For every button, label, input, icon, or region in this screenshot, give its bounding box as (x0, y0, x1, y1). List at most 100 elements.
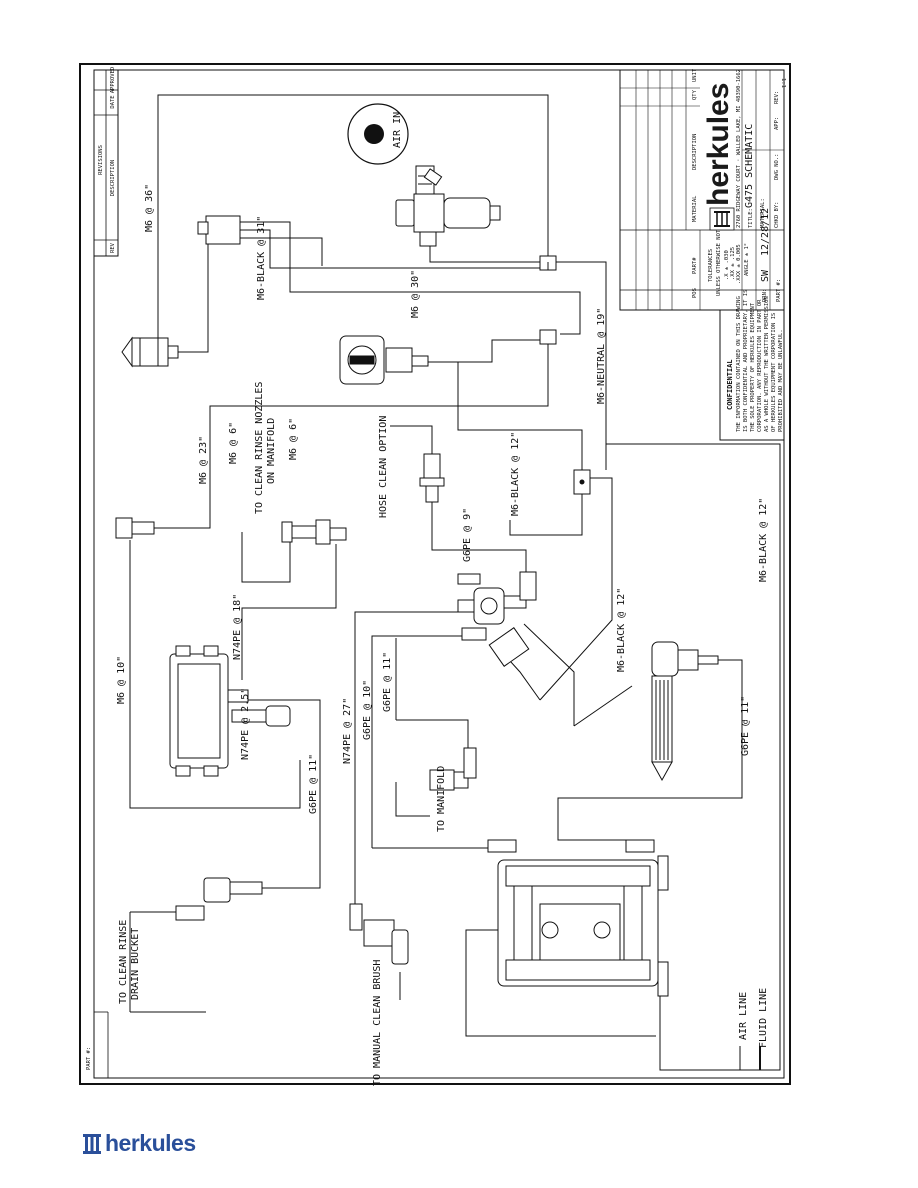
title-brand-word: herkules (702, 83, 735, 206)
brush-fitting (349, 903, 409, 965)
confidential-line-5: OF HERKULES EQUIPMENT CORPORATION IS (771, 313, 777, 432)
label-m6-36: M6 @ 36" (144, 184, 155, 232)
title-label: TITLE: (748, 208, 754, 228)
title-value: G475 SCHEMATIC (744, 124, 755, 208)
tolerance-3: .XX ± .125 (730, 247, 736, 280)
tolerance-0: TOLERANCES (708, 249, 714, 282)
label-to-manifold: TO MANIFOLD (436, 766, 447, 832)
label-m6-neutral-19: M6-NEUTRAL @ 19" (596, 308, 607, 404)
app-label: APP: (774, 117, 780, 130)
tolerance-2: .X ± .030 (724, 250, 730, 280)
dwg-label: DWG NO.: (774, 154, 780, 181)
material-label: MATERIAL: (760, 198, 766, 228)
confidential-line-0: THE INFORMATION CONTAINED ON THIS DRAWIN… (736, 296, 742, 432)
label-n74pe-27: N74PE @ 27" (342, 698, 353, 764)
title-address: 2760 RIDGEWAY COURT · WALLED LAKE, MI 48… (736, 69, 742, 228)
label-m6-black-12c: M6-BLACK @ 12" (758, 498, 769, 582)
tee-fitting-top (539, 255, 557, 271)
hose-clean-coupler (419, 453, 445, 503)
label-drain-2: DRAIN BUCKET (130, 928, 141, 1000)
label-g6pe-11a: G6PE @ 11" (382, 652, 393, 712)
part-field-label: PART #: (776, 279, 782, 302)
title-block: POS PART# MATERIAL DESCRIPTION QTY UNIT … (619, 68, 786, 311)
confidential-line-1: IS BOTH CONFIDENTIAL AND PROPRIETARY, IT… (743, 290, 749, 432)
ball-valve (339, 335, 429, 385)
drain-fitting (175, 877, 263, 921)
label-hose-clean: HOSE CLEAN OPTION (378, 416, 389, 518)
left-ball-valve (115, 517, 155, 539)
drn-label: DRN: (762, 289, 768, 302)
label-air-in: AIR IN (392, 112, 403, 148)
label-n74pe-18: N74PE @ 18" (232, 594, 243, 660)
inner-border (93, 69, 785, 1079)
label-m6-black-12a: M6-BLACK @ 12" (510, 432, 521, 516)
label-m6-6b: M6 @ 6" (288, 418, 299, 460)
col-partno: PART# (692, 257, 698, 274)
label-g6pe-10: G6PE @ 10" (362, 680, 373, 740)
filter-regulator (395, 165, 501, 247)
col-material: MATERIAL (692, 195, 698, 222)
rev-col-approved: APPROVED (110, 67, 116, 94)
col-unit: UNIT (692, 68, 698, 82)
air-actuator-left (121, 336, 179, 368)
label-manual-brush: TO MANUAL CLEAN BRUSH (372, 960, 383, 1086)
tolerance-5: ANGLE ± 1° (744, 243, 750, 276)
col-pos: POS (692, 288, 698, 298)
diagram-labels: AIR IN M6 @ 36" M6-BLACK @ 31" M6 @ 30" … (116, 112, 769, 1086)
footer-logo: herkules (82, 1130, 196, 1157)
confidential-block: CONFIDENTIAL THE INFORMATION CONTAINED O… (719, 290, 785, 441)
rev-col-desc: DESCRIPTION (110, 160, 116, 196)
confidential-line-3: CORPORATION. ANY REPRODUCTION IN PART OR (757, 299, 763, 432)
solenoid-pump (169, 645, 291, 777)
manifold-valve (457, 571, 537, 667)
rev-col-date: DATE (110, 95, 116, 108)
herkules-logo-icon (83, 1133, 101, 1154)
legend (739, 1046, 761, 1070)
diaphragm-pump (487, 839, 669, 997)
label-air-line: AIR LINE (738, 992, 749, 1040)
tolerance-4: .XXX ± 0.005 (736, 244, 742, 284)
label-m6-black-31: M6-BLACK @ 31" (256, 216, 267, 300)
pilot-valve (197, 215, 246, 245)
part-label: PART #: (86, 1047, 92, 1070)
revision-block: REVISIONS REV DESCRIPTION DATE APPROVED (93, 67, 119, 257)
rev-label: REV: (774, 91, 780, 104)
label-g6pe-11c: G6PE @ 11" (740, 696, 751, 756)
inline-filter (651, 641, 719, 782)
label-rinse-nozzles: TO CLEAN RINSE NOZZLES (254, 382, 265, 514)
drawn-by: SW (760, 269, 771, 282)
scale-value: 1:1 (780, 78, 786, 88)
label-g6pe-9: G6PE @ 9" (462, 508, 473, 562)
footer-brand: herkules (105, 1130, 196, 1156)
label-on-manifold: ON MANIFOLD (266, 418, 277, 484)
rinse-fitting (281, 519, 347, 560)
schematic-lines (129, 94, 781, 1071)
tee-fitting-mid (539, 329, 557, 345)
col-description: DESCRIPTION (692, 134, 698, 170)
check-valve (573, 469, 591, 495)
label-m6-black-12b: M6-BLACK @ 12" (616, 588, 627, 672)
drawn-date: 12/28/12 (760, 208, 771, 256)
rev-header: REVISIONS (98, 145, 104, 175)
label-fluid-line: FLUID LINE (758, 988, 769, 1048)
label-n74pe-2-5: N74PE @ 2.5" (240, 688, 251, 760)
confidential-line-4: AS A WHOLE WITHOUT THE WRITTEN PERMISSIO… (764, 296, 770, 432)
label-m6-30: M6 @ 30" (410, 270, 421, 318)
label-drain-1: TO CLEAN RINSE (118, 920, 129, 1004)
label-m6-6a: M6 @ 6" (228, 422, 239, 464)
outer-border (79, 63, 791, 1085)
chkd-label: CHKD BY: (774, 202, 780, 229)
confidential-line-2: THE SOLE PROPERTY OF HERKULES EQUIPMENT (750, 302, 756, 432)
tolerance-1: UNLESS OTHERWISE NOTED (716, 223, 722, 296)
part-number-box: PART #: (86, 1011, 109, 1078)
label-g6pe-11b: G6PE @ 11" (308, 754, 319, 814)
air-in-component (347, 103, 409, 165)
col-qty: QTY (692, 89, 698, 100)
confidential-title: CONFIDENTIAL (726, 359, 734, 410)
label-m6-23: M6 @ 23" (198, 436, 209, 484)
label-m6-10: M6 @ 10" (116, 656, 127, 704)
confidential-line-6: PROHIBITED AND MAY BE UNLAWFUL. (778, 329, 784, 432)
title-brand: herkules (702, 83, 735, 231)
rev-col-rev: REV (110, 242, 116, 253)
